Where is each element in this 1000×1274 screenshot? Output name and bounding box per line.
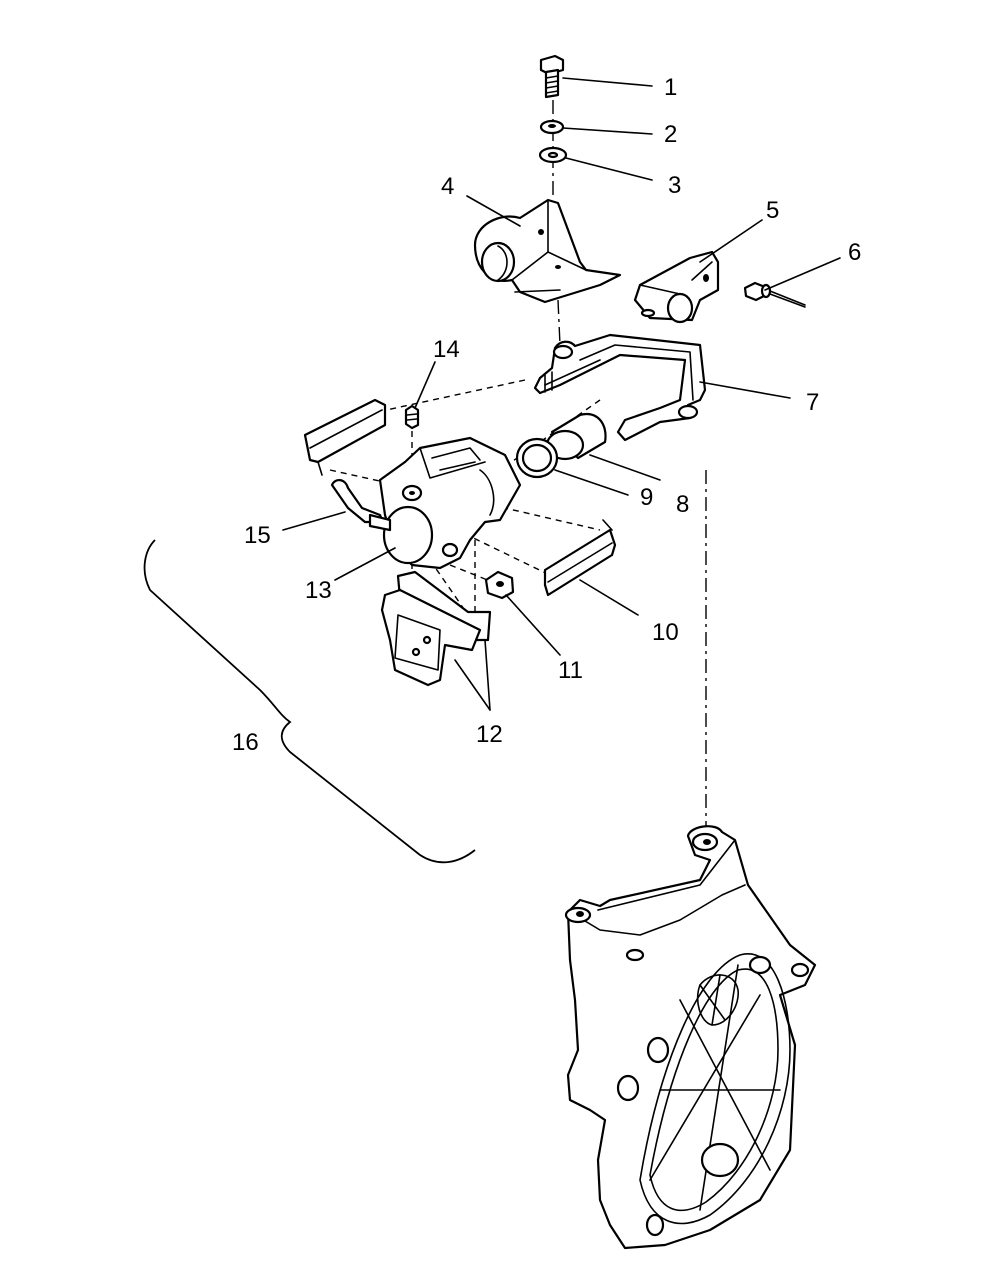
- group-bracket: [143, 539, 476, 864]
- part-chaincase-housing: [564, 825, 817, 1250]
- callout-10: 10: [652, 619, 679, 646]
- callout-3: 3: [668, 172, 681, 199]
- part-fitting: [743, 281, 806, 308]
- part-flat-washer: [538, 146, 568, 164]
- callout-12: 12: [476, 721, 503, 748]
- callout-6: 6: [848, 239, 861, 266]
- part-bleeder-screw: [404, 404, 420, 430]
- callout-8: 8: [676, 491, 689, 518]
- part-piston-seal: [515, 437, 559, 479]
- leader-lines: [282, 77, 841, 711]
- part-bolt: [539, 54, 565, 99]
- part-shim-left: [303, 398, 387, 476]
- callout-labels: 1 2 3 4 5 6 7 8 9 10 11 12 13 14 15 16: [232, 74, 861, 756]
- part-mount-bracket: [473, 198, 622, 304]
- callout-2: 2: [664, 121, 677, 148]
- callout-16: 16: [232, 729, 259, 756]
- part-brake-pads: [380, 570, 492, 687]
- callout-5: 5: [766, 197, 779, 224]
- assembly-centerlines: [329, 100, 707, 835]
- part-caliper-body: [378, 436, 522, 570]
- part-shim-right: [543, 519, 617, 597]
- part-caliper-carrier: [533, 333, 707, 442]
- part-brake-hose: [330, 479, 392, 532]
- callout-13: 13: [305, 577, 332, 604]
- callout-4: 4: [441, 173, 454, 200]
- callout-14: 14: [433, 336, 460, 363]
- callout-11: 11: [558, 657, 583, 684]
- part-pivot-block: [633, 250, 720, 324]
- callout-15: 15: [244, 522, 271, 549]
- callout-1: 1: [664, 74, 677, 101]
- callout-7: 7: [806, 389, 819, 416]
- callout-9: 9: [640, 484, 653, 511]
- part-lock-washer: [539, 119, 565, 135]
- part-nut: [484, 570, 515, 600]
